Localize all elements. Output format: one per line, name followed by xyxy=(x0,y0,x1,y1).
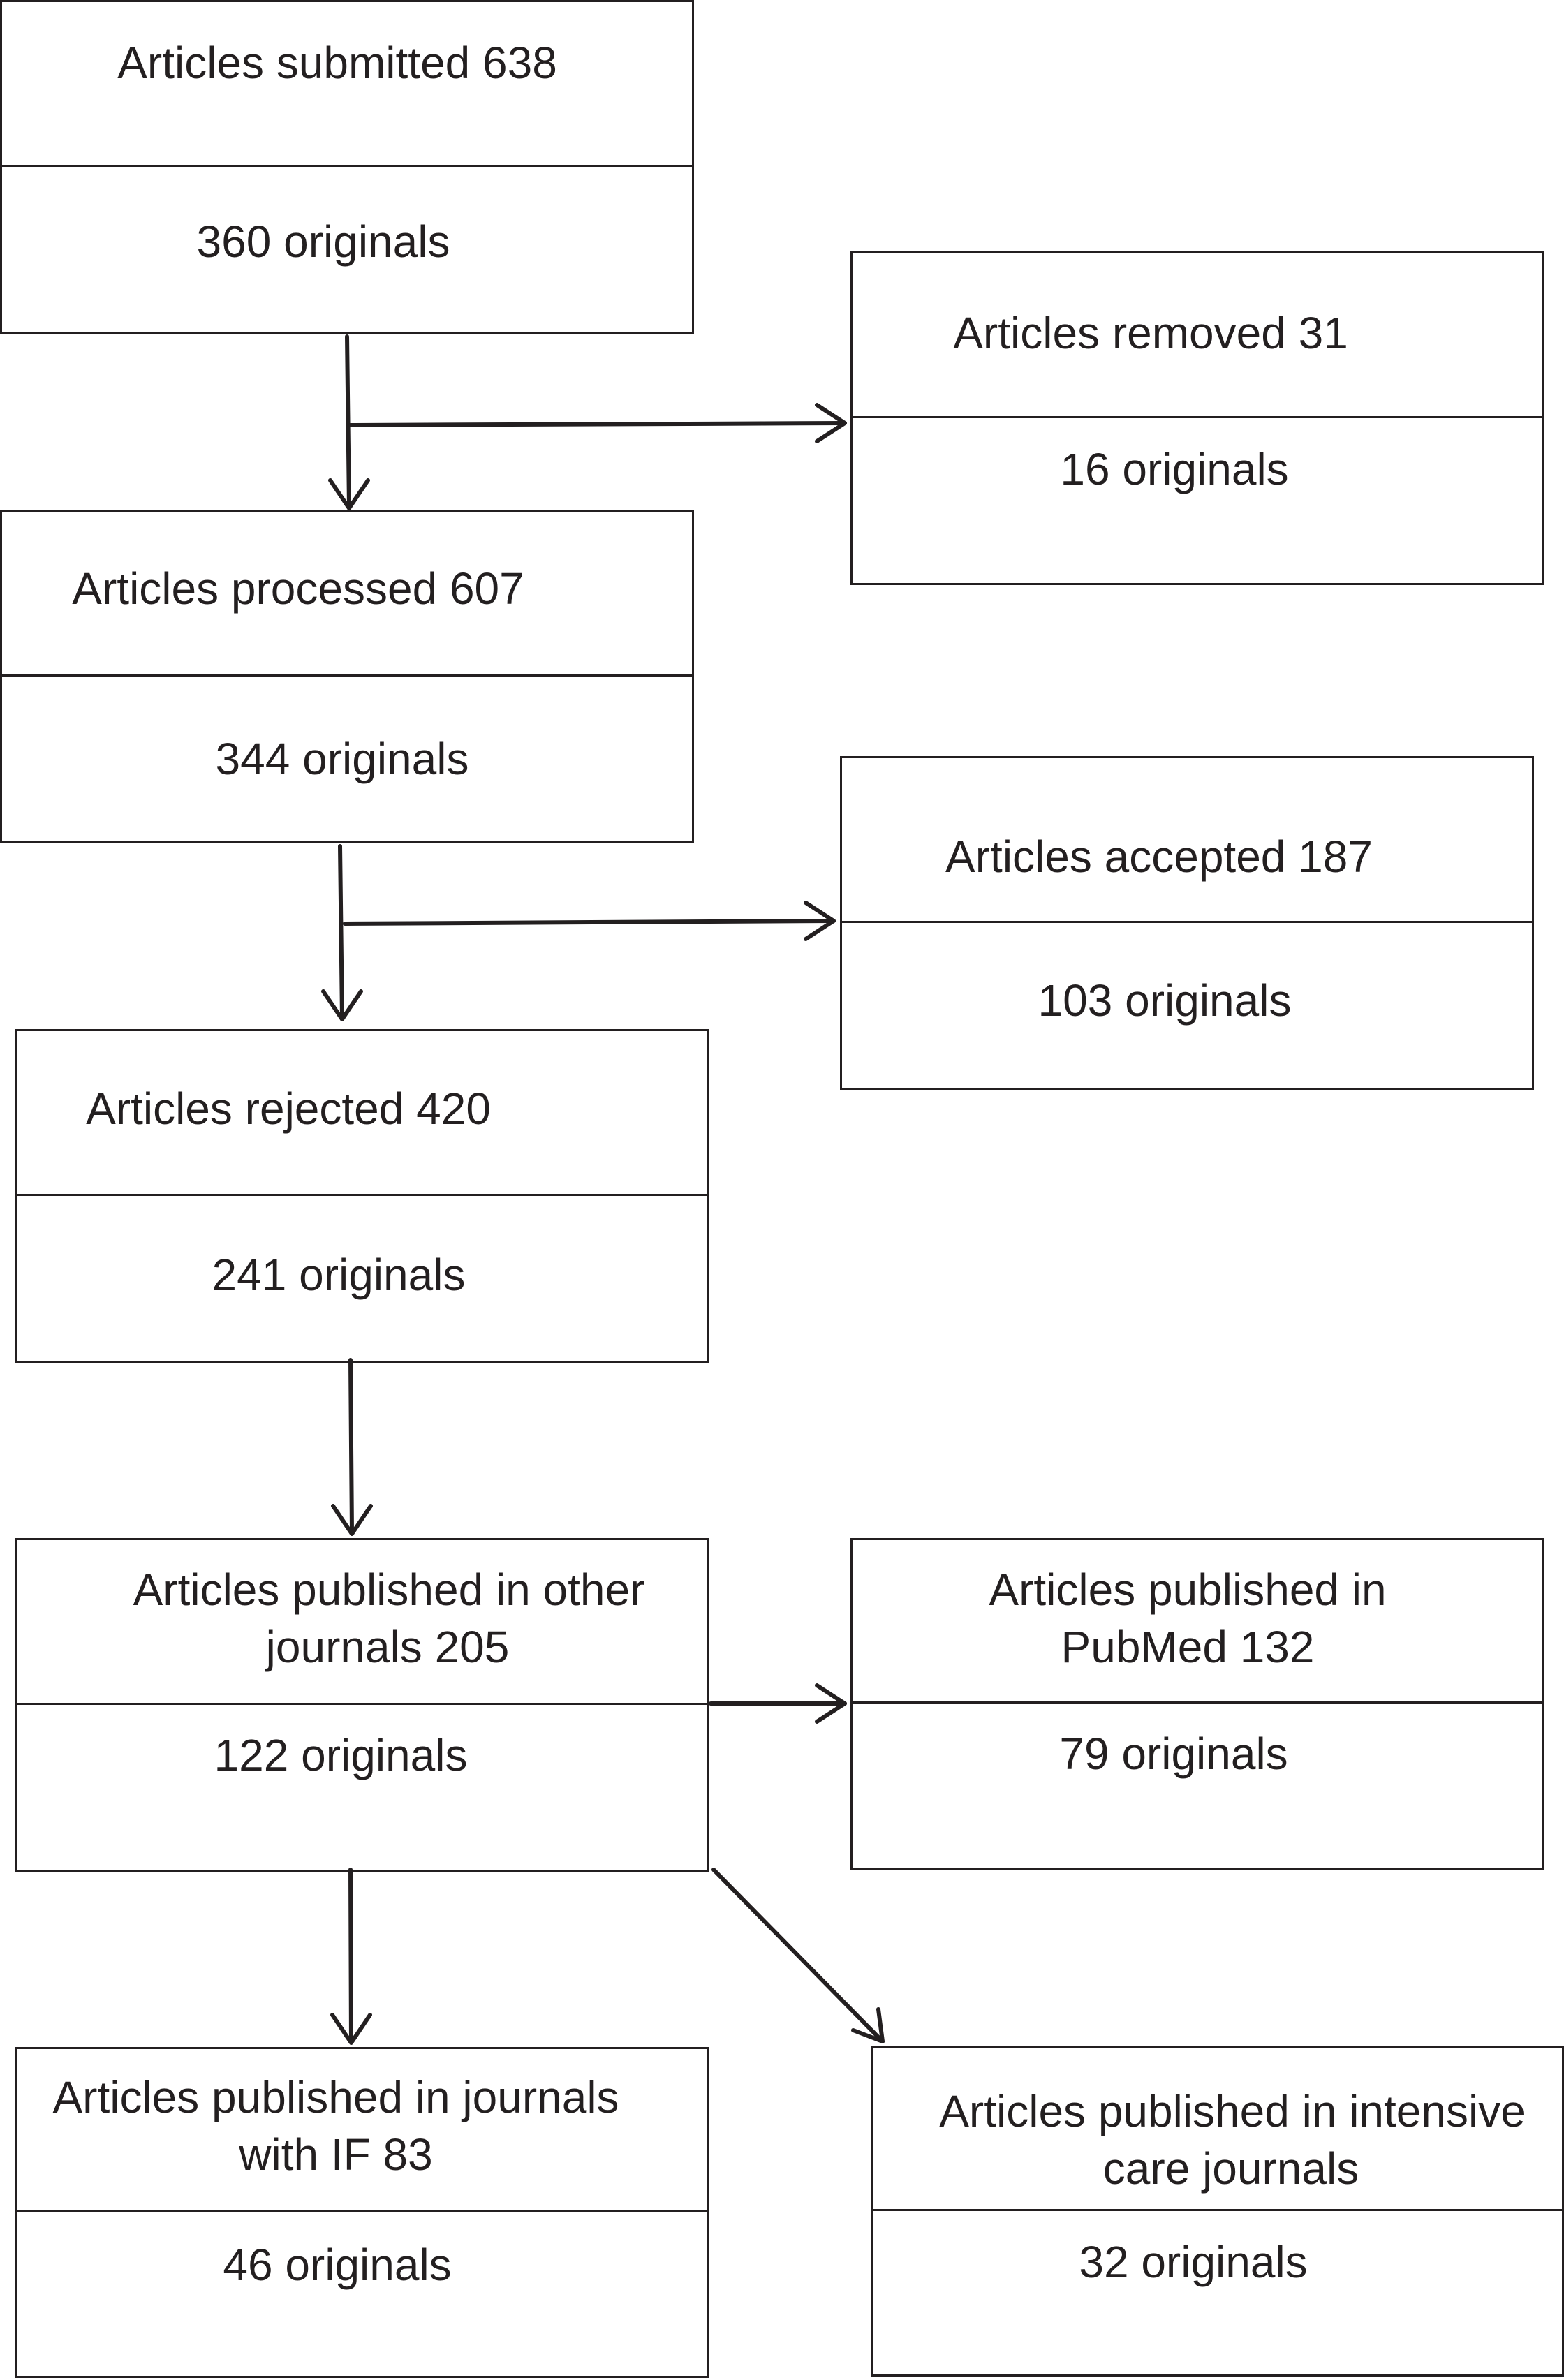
box-header xyxy=(17,1540,707,1705)
box-title-line1: Articles published in intensive xyxy=(939,2086,1526,2136)
box-title-line1: Articles published in other xyxy=(133,1565,645,1615)
box-articles-pubmed: Articles published in PubMed 132 79 orig… xyxy=(850,1538,1544,1870)
box-articles-intensive-care: Articles published in intensive care jou… xyxy=(871,2046,1564,2377)
box-title: Articles submitted 638 xyxy=(117,38,557,88)
box-subtitle: 344 originals xyxy=(215,734,469,784)
arrow-submitted-to-processed xyxy=(328,334,370,510)
box-title: Articles accepted 187 xyxy=(945,831,1373,882)
arrow-other-journals-to-with-if xyxy=(330,1868,372,2045)
box-title-line2: journals 205 xyxy=(265,1622,510,1672)
box-subtitle: 32 originals xyxy=(1079,2237,1308,2287)
box-subtitle: 79 originals xyxy=(1059,1729,1288,1779)
box-header xyxy=(2,2,692,167)
box-articles-submitted: Articles submitted 638 360 originals xyxy=(0,0,694,334)
box-title: Articles rejected 420 xyxy=(86,1084,491,1134)
box-subtitle: 360 originals xyxy=(196,216,450,267)
box-articles-accepted: Articles accepted 187 103 originals xyxy=(840,756,1534,1090)
arrow-to-accepted xyxy=(343,901,836,941)
box-header xyxy=(17,2049,707,2212)
box-subtitle: 16 originals xyxy=(1060,444,1289,494)
arrow-other-journals-to-pubmed xyxy=(709,1683,847,1724)
box-header xyxy=(853,253,1542,418)
arrow-processed-to-rejected xyxy=(321,844,363,1021)
box-header xyxy=(853,1540,1542,1704)
box-title-line1: Articles published in xyxy=(989,1565,1387,1615)
arrow-other-journals-to-intensive-care xyxy=(711,1868,885,2043)
box-header xyxy=(2,512,692,677)
box-header xyxy=(17,1031,707,1196)
box-subtitle: 46 originals xyxy=(223,2240,452,2290)
box-articles-removed: Articles removed 31 16 originals xyxy=(850,251,1544,585)
arrow-to-removed xyxy=(348,403,847,443)
box-title-line2: with IF 83 xyxy=(239,2129,433,2180)
box-subtitle: 122 originals xyxy=(214,1730,468,1780)
box-header xyxy=(873,2048,1562,2211)
box-articles-other-journals: Articles published in other journals 205… xyxy=(15,1538,709,1872)
box-header xyxy=(842,758,1532,923)
box-title-line2: PubMed 132 xyxy=(1061,1622,1315,1672)
arrow-rejected-to-other-journals xyxy=(331,1358,373,1536)
box-title: Articles processed 607 xyxy=(72,563,524,614)
box-articles-with-if: Articles published in journals with IF 8… xyxy=(15,2047,709,2378)
box-articles-rejected: Articles rejected 420 241 originals xyxy=(15,1029,709,1363)
box-title-line2: care journals xyxy=(1102,2143,1359,2194)
box-subtitle: 103 originals xyxy=(1038,975,1292,1026)
box-title-line1: Articles published in journals xyxy=(52,2072,619,2122)
box-title: Articles removed 31 xyxy=(953,308,1348,358)
box-subtitle: 241 originals xyxy=(212,1250,466,1300)
box-articles-processed: Articles processed 607 344 originals xyxy=(0,510,694,843)
